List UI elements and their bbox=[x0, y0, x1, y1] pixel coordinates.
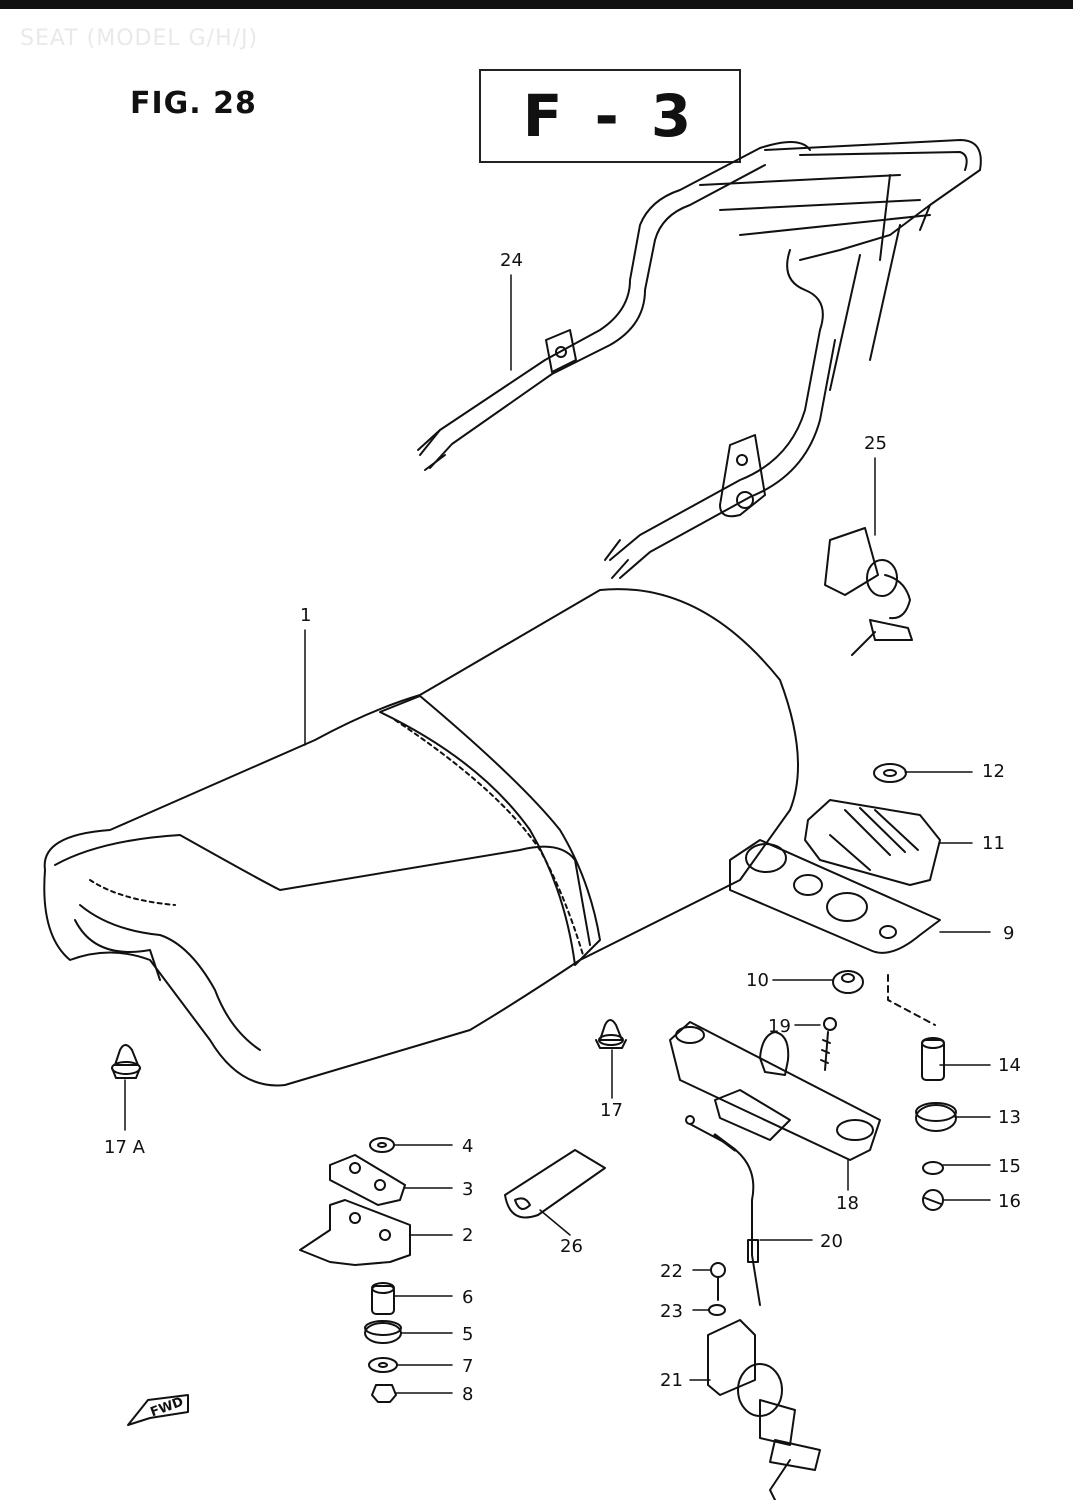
part-number-25: 25 bbox=[864, 433, 887, 454]
part-number-22: 22 bbox=[660, 1261, 683, 1282]
part-number-16: 16 bbox=[998, 1191, 1021, 1212]
seat-latch-bracket bbox=[669, 1017, 881, 1161]
ignition-lock bbox=[707, 1319, 821, 1500]
part-number-10: 10 bbox=[746, 970, 769, 991]
part-number-11: 11 bbox=[982, 833, 1005, 854]
part-number-6: 6 bbox=[462, 1287, 474, 1308]
figure-label: FIG. 28 bbox=[130, 86, 257, 121]
part-number-23: 23 bbox=[660, 1301, 683, 1322]
part-number-4: 4 bbox=[462, 1136, 474, 1157]
part-number-2: 2 bbox=[462, 1225, 474, 1246]
forward-arrow-icon bbox=[127, 1394, 189, 1426]
seat-lock-assembly bbox=[824, 527, 913, 656]
rear-carrier-rail bbox=[417, 139, 982, 579]
part-number-9: 9 bbox=[1003, 923, 1015, 944]
seat-cushion bbox=[43, 588, 799, 1087]
part-number-5: 5 bbox=[462, 1324, 474, 1345]
small-screw-and-washer bbox=[708, 1262, 726, 1316]
part-number-8: 8 bbox=[462, 1384, 474, 1405]
part-number-3: 3 bbox=[462, 1179, 474, 1200]
leader-lines bbox=[124, 274, 991, 1394]
part-number-19: 19 bbox=[768, 1016, 791, 1037]
part-number-12: 12 bbox=[982, 761, 1005, 782]
helmet-holder-strap bbox=[504, 1149, 606, 1219]
section-code-box: F - 3 bbox=[479, 69, 741, 163]
part-number-14: 14 bbox=[998, 1055, 1021, 1076]
seat-hinge-parts bbox=[729, 763, 941, 1026]
part-number-20: 20 bbox=[820, 1231, 843, 1252]
part-number-15: 15 bbox=[998, 1156, 1021, 1177]
right-side-fasteners bbox=[915, 1037, 957, 1211]
part-number-24: 24 bbox=[500, 250, 523, 271]
seat-cushions-rubber bbox=[111, 1019, 627, 1079]
part-number-17: 17 bbox=[600, 1100, 623, 1121]
part-number-1: 1 bbox=[300, 605, 312, 626]
part-number-13: 13 bbox=[998, 1107, 1021, 1128]
faded-title: SEAT (MODEL G/H/J) bbox=[20, 26, 259, 51]
top-border bbox=[0, 0, 1073, 9]
part-number-26: 26 bbox=[560, 1236, 583, 1257]
part-number-17a: 17 A bbox=[104, 1137, 145, 1158]
part-number-7: 7 bbox=[462, 1356, 474, 1377]
part-number-21: 21 bbox=[660, 1370, 683, 1391]
front-seat-mount-parts bbox=[299, 1137, 411, 1403]
part-number-18: 18 bbox=[836, 1193, 859, 1214]
seat-lock-cable bbox=[685, 1115, 761, 1306]
